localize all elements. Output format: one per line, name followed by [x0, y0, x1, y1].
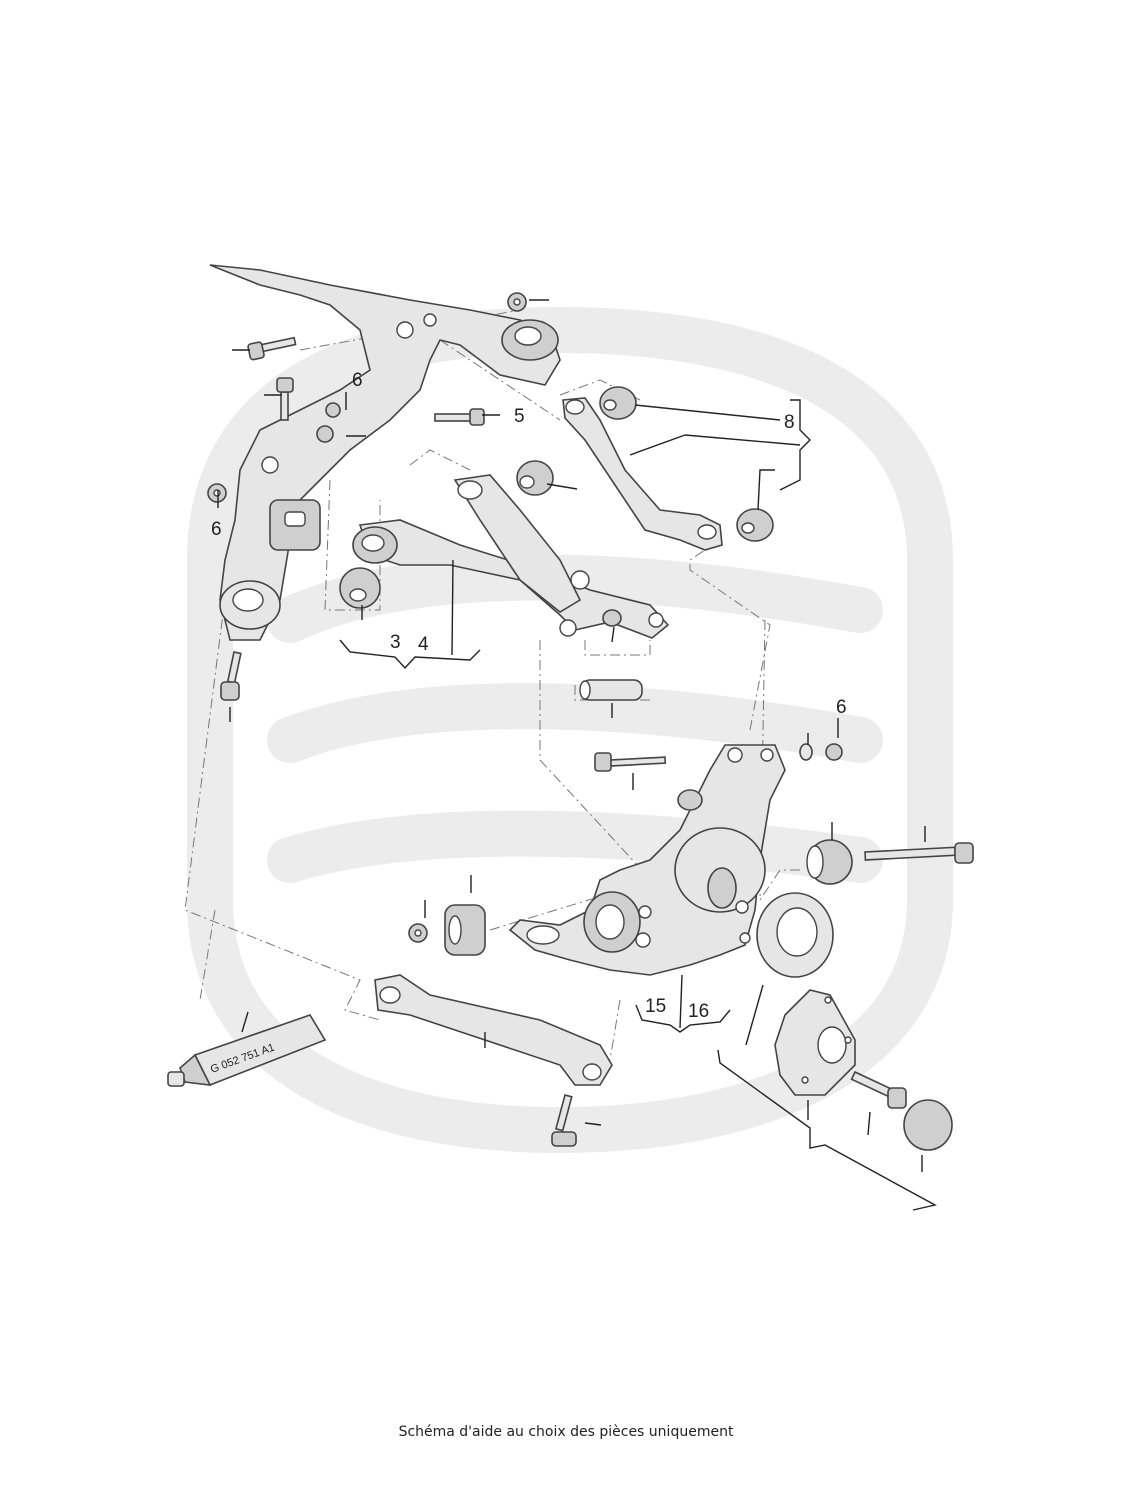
diagram-caption: Schéma d'aide au choix des pièces unique…	[398, 1424, 734, 1440]
upper-link-arm	[562, 386, 774, 551]
bushing-eccentric	[444, 904, 486, 956]
lower-transverse-link	[374, 974, 613, 1086]
bolt-long-right	[864, 842, 974, 864]
bushing-right	[806, 839, 853, 885]
nuts-middle-6	[316, 402, 341, 443]
wheel-bearing	[756, 892, 834, 978]
leader-lines	[217, 299, 937, 1211]
washer-and-nut-6	[799, 743, 843, 761]
subframe	[209, 264, 561, 641]
callout-6-left: 6	[211, 519, 222, 540]
nut-eccentric	[408, 923, 428, 943]
callout-5: 5	[514, 406, 525, 427]
callout-3: 3	[390, 632, 401, 653]
sleeve	[579, 679, 643, 701]
lower-control-arm	[339, 460, 670, 639]
callout-6-right: 6	[836, 697, 847, 718]
callout-labels: 6 5 8 6 3 4 6 15 16	[211, 370, 847, 1022]
callout-4: 4	[418, 634, 429, 655]
callout-16: 16	[688, 1001, 709, 1022]
nut-top	[507, 292, 527, 312]
wheel-carrier	[508, 744, 786, 976]
callout-15: 15	[645, 996, 666, 1017]
hub-cap	[903, 1099, 953, 1151]
bolt-5	[434, 408, 485, 426]
nut-left	[207, 483, 227, 503]
wheel-hub	[774, 989, 856, 1096]
link-bolt	[551, 1094, 577, 1147]
bolt-left-vertical	[276, 377, 294, 421]
callout-8: 8	[784, 412, 795, 433]
callout-6-top: 6	[352, 370, 363, 391]
bolt-top-left	[247, 336, 297, 361]
hub-bolt	[850, 1070, 907, 1109]
bolt-knuckle-top	[594, 752, 667, 772]
bolt-left-bottom	[220, 651, 242, 701]
